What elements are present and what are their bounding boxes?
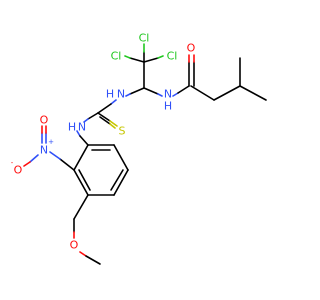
thiourea-bonds	[83, 87, 145, 129]
nitro-oxide-charge: -	[11, 159, 14, 167]
aryl-nitrogen-label: N	[78, 121, 86, 134]
sulfur-label: S	[119, 125, 126, 138]
carbonyl-oxygen-label: O	[187, 42, 196, 55]
chlorine-top-label: Cl	[139, 32, 150, 45]
nitro-oxide-label: O	[14, 164, 23, 177]
trichloromethyl-bonds	[124, 43, 164, 89]
chlorine-right-label: Cl	[167, 50, 178, 63]
aryl-ring-bonds	[73, 130, 129, 220]
chlorine-left-label: Cl	[111, 50, 122, 63]
nitro-bonds	[23, 125, 75, 171]
aryl-hydrogen-label: H	[68, 121, 76, 134]
methoxy-oxygen-label: O	[70, 239, 79, 252]
nitro-nitrogen-label: N	[40, 144, 48, 157]
thiourea-hydrogen-label: H	[106, 88, 114, 101]
amide-bonds	[143, 54, 267, 101]
structure-svg: Cl Cl Cl O N H N H H N S N + O O - O	[11, 32, 267, 265]
methoxy-bonds	[73, 218, 101, 265]
nitro-nitrogen-charge: +	[48, 138, 54, 146]
molecule-diagram: Cl Cl Cl O N H N H H N S N + O O - O	[11, 32, 267, 265]
amide-hydrogen-label: H	[164, 100, 172, 113]
amide-nitrogen-label: N	[164, 88, 172, 101]
thiourea-nitrogen-label: N	[117, 88, 125, 101]
nitro-oxygen-label: O	[40, 114, 49, 127]
